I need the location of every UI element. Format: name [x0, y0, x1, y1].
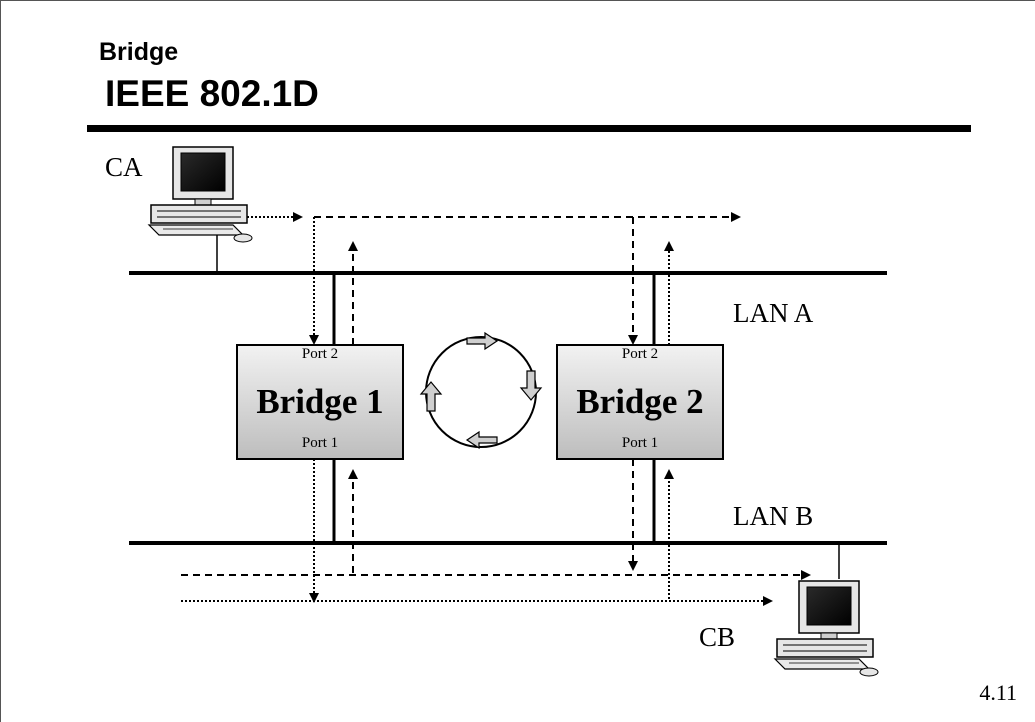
computer-ca-icon [149, 147, 252, 242]
computer-cb-icon [775, 581, 878, 676]
page-number: 4.11 [979, 680, 1017, 706]
bridge-2-port-1: Port 1 [557, 435, 723, 452]
loop-arrow-icons [421, 333, 541, 448]
station-ca-label: CA [105, 152, 143, 183]
bridge-1-port-1: Port 1 [237, 435, 403, 452]
bridge-1-label: Bridge 1 [237, 382, 403, 422]
loop-circle [426, 337, 536, 447]
bridge-2-port-2: Port 2 [557, 346, 723, 363]
lan-b-label: LAN B [733, 501, 813, 532]
bridge-1-port-2: Port 2 [237, 346, 403, 363]
bridge-2-label: Bridge 2 [557, 382, 723, 422]
station-cb-label: CB [699, 622, 735, 653]
lan-a-label: LAN A [733, 298, 813, 329]
